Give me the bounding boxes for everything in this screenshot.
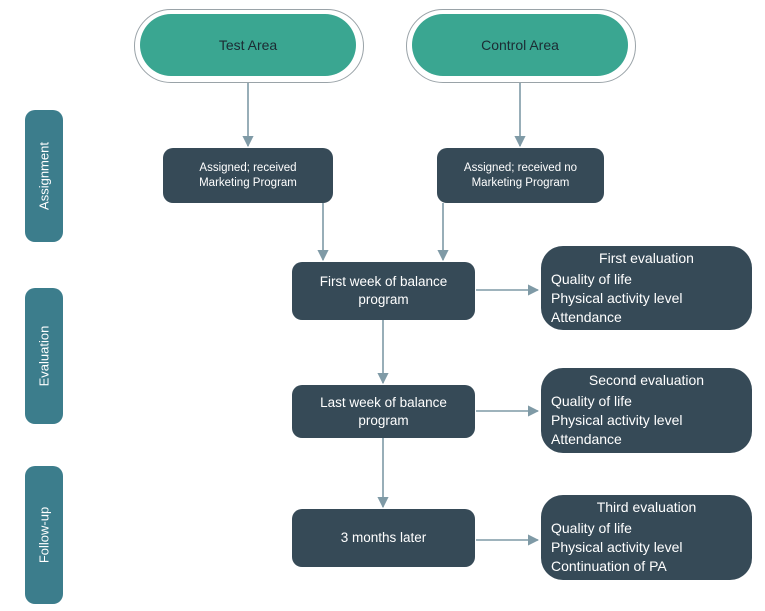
first-week-line2: program (358, 292, 409, 307)
assigned-control-box: Assigned; received no Marketing Program (437, 148, 604, 203)
first-week-box: First week of balance program (292, 262, 475, 320)
assigned-test-line2: Marketing Program (199, 176, 297, 189)
control-area-label: Control Area (481, 37, 559, 53)
assigned-test-line1: Assigned; received (199, 161, 297, 174)
phase-evaluation-label: Evaluation (36, 325, 52, 387)
third-evaluation-item: Continuation of PA (551, 558, 667, 574)
first-evaluation-panel: First evaluation Quality of life Physica… (541, 246, 752, 330)
first-evaluation-item: Physical activity level (551, 290, 683, 306)
third-evaluation-item: Quality of life (551, 520, 632, 536)
control-area-node: Control Area (412, 14, 628, 76)
second-evaluation-panel: Second evaluation Quality of life Physic… (541, 368, 752, 453)
second-evaluation-item: Attendance (551, 431, 622, 447)
assigned-test-box: Assigned; received Marketing Program (163, 148, 333, 203)
three-months-label: 3 months later (340, 530, 427, 546)
last-week-line2: program (358, 412, 409, 428)
third-evaluation-title: Third evaluation (596, 499, 697, 515)
second-evaluation-item: Physical activity level (551, 412, 683, 428)
assigned-control-line2: Marketing Program (471, 176, 570, 189)
phase-assignment-label: Assignment (36, 142, 52, 210)
third-evaluation-item: Physical activity level (551, 539, 683, 555)
phase-followup-label: Follow-up (36, 506, 52, 564)
second-evaluation-title: Second evaluation (588, 372, 705, 388)
second-evaluation-item: Quality of life (551, 393, 632, 409)
first-evaluation-item: Quality of life (551, 271, 632, 287)
phase-tab-evaluation: Evaluation (25, 288, 63, 424)
three-months-box: 3 months later (292, 509, 475, 567)
test-area-label: Test Area (218, 37, 278, 53)
assigned-control-line1: Assigned; received no (463, 161, 578, 174)
phase-tab-assignment: Assignment (25, 110, 63, 242)
first-evaluation-item: Attendance (551, 309, 622, 325)
phase-tab-followup: Follow-up (25, 466, 63, 604)
last-week-line1: Last week of balance (320, 394, 447, 410)
first-week-line1: First week of balance (319, 274, 448, 290)
first-evaluation-title: First evaluation (599, 250, 694, 266)
last-week-box: Last week of balance program (292, 385, 475, 438)
third-evaluation-panel: Third evaluation Quality of life Physica… (541, 495, 752, 580)
test-area-node: Test Area (140, 14, 356, 76)
